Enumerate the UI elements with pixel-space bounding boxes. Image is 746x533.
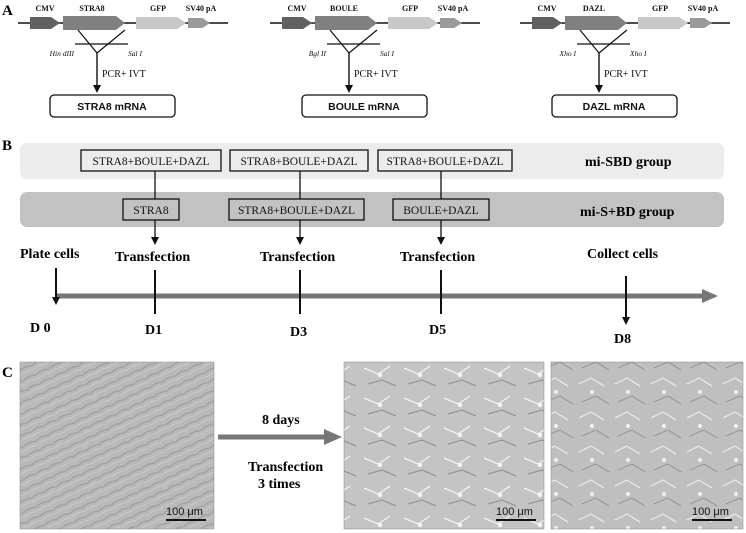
promoter-label: CMV xyxy=(35,4,54,13)
group-label-sbd: mi-SBD group xyxy=(585,155,672,170)
reporter-label: GFP xyxy=(150,4,166,13)
scale-bar-1: 100 μm xyxy=(166,506,206,521)
panel-label-a: A xyxy=(2,3,13,19)
step-box: STRA8+BOULE+DAZL xyxy=(229,149,369,172)
transfection-label-3: Transfection xyxy=(400,250,475,265)
mrna-box xyxy=(49,94,176,118)
day-label-d8: D8 xyxy=(614,332,631,347)
day-label-d0: D 0 xyxy=(30,321,51,336)
gene-arrow xyxy=(63,16,125,30)
site-left-label: Xho I xyxy=(559,49,577,58)
cut-line-left xyxy=(329,29,350,54)
promoter-arrow xyxy=(532,17,562,29)
step-box-label: BOULE+DAZL xyxy=(403,205,478,217)
step-box-frame xyxy=(228,198,365,221)
gene-label: BOULE xyxy=(330,4,358,13)
site-right-label: Sal I xyxy=(380,49,394,58)
constructs-row: CMV STRA8 GFP SV40 pA Hin dIII Sal I PCR+ IVT S… xyxy=(18,4,730,118)
site-right-label: Sal I xyxy=(128,49,142,58)
construct-1: CMV STRA8 GFP SV40 pA Hin dIII Sal I PCR+ IVT S… xyxy=(18,4,228,118)
transfection-label-1: Transfection xyxy=(115,250,190,265)
terminator-label: SV40 pA xyxy=(688,4,719,13)
day-label-d5: D5 xyxy=(429,323,446,338)
step-box-label: STRA8+BOULE+DAZL xyxy=(92,156,209,168)
arrow-label-days: 8 days xyxy=(262,413,300,428)
sbd-steps: STRA8+BOULE+DAZL STRA8+BOULE+DAZL STRA8+BO… xyxy=(80,149,513,199)
step-box-label: STRA8 xyxy=(133,205,168,217)
construct-2: CMV BOULE GFP SV40 pA Bgl II Sal I PCR+ IVT BOU… xyxy=(270,4,480,118)
step-box-label: STRA8+BOULE+DAZL xyxy=(240,156,357,168)
terminator-label: SV40 pA xyxy=(186,4,217,13)
scale-bar-label-1: 100 μm xyxy=(166,506,203,518)
mi-sbd-band xyxy=(20,143,724,179)
promoter-arrow xyxy=(30,17,60,29)
step-box: STRA8+BOULE+DAZL xyxy=(377,149,513,172)
transfection-label-2: Transfection xyxy=(260,250,335,265)
cut-line-right xyxy=(96,29,126,54)
process-label: PCR+ IVT xyxy=(604,69,648,80)
site-left-label: Bgl II xyxy=(309,49,327,58)
gene-arrow xyxy=(315,16,377,30)
promoter-arrow xyxy=(282,17,312,29)
mrna-label: BOULE mRNA xyxy=(328,101,400,113)
terminator-label: SV40 pA xyxy=(438,4,469,13)
construct-3: CMV DAZL GFP SV40 pA Xho I Xho I PCR+ IVT DAZL … xyxy=(520,4,730,118)
site-right-label: Xho I xyxy=(629,49,647,58)
micrograph-after-2 xyxy=(550,361,744,530)
cut-line-left xyxy=(77,29,98,54)
gene-label: DAZL xyxy=(583,4,605,13)
panel-label-b: B xyxy=(2,138,12,154)
terminator-arrow xyxy=(188,18,210,28)
mrna-label: DAZL mRNA xyxy=(583,101,646,113)
mi-sbd2-band xyxy=(20,192,724,227)
mrna-box xyxy=(551,94,678,118)
group-label-sbd2: mi-S+BD group xyxy=(580,205,675,220)
scale-bar-2: 100 μm xyxy=(496,506,536,521)
time-arrow-head xyxy=(324,429,342,445)
plate-cells-label: Plate cells xyxy=(20,247,80,262)
reporter-label: GFP xyxy=(652,4,668,13)
step-box: STRA8+BOULE+DAZL xyxy=(80,149,222,172)
gene-label: STRA8 xyxy=(79,4,104,13)
step-box: STRA8+BOULE+DAZL xyxy=(228,198,365,221)
step-box-frame xyxy=(122,198,180,221)
sbd2-steps: STRA8 STRA8+BOULE+DAZL BOULE+DAZL xyxy=(122,198,490,245)
process-label: PCR+ IVT xyxy=(102,69,146,80)
site-left-label: Hin dIII xyxy=(49,49,75,58)
scale-bar-label-2: 100 μm xyxy=(496,506,533,518)
mrna-box xyxy=(301,94,428,118)
reporter-arrow xyxy=(388,17,438,29)
cut-line-right xyxy=(348,29,378,54)
timeline-arrowhead xyxy=(702,289,718,303)
terminator-arrow xyxy=(690,18,712,28)
step-box-frame xyxy=(229,149,369,172)
scale-bar-label-3: 100 μm xyxy=(692,506,729,518)
scale-bar-3: 100 μm xyxy=(692,506,732,521)
process-label: PCR+ IVT xyxy=(354,69,398,80)
cut-line-right xyxy=(598,29,628,54)
arrow-label-times: 3 times xyxy=(258,477,301,492)
promoter-label: CMV xyxy=(537,4,556,13)
terminator-arrow xyxy=(440,18,462,28)
reporter-arrow xyxy=(136,17,186,29)
reporter-arrow xyxy=(638,17,688,29)
step-box-label: STRA8+BOULE+DAZL xyxy=(238,205,355,217)
gene-arrow xyxy=(565,16,627,30)
cut-line-left xyxy=(579,29,600,54)
promoter-label: CMV xyxy=(287,4,306,13)
micrograph-after-1 xyxy=(343,361,545,530)
mrna-label: STRA8 mRNA xyxy=(77,101,147,113)
arrow-label-transfection: Transfection xyxy=(248,460,323,475)
micrograph-before xyxy=(19,361,215,530)
day-label-d3: D3 xyxy=(290,325,307,340)
step-box-label: STRA8+BOULE+DAZL xyxy=(386,156,503,168)
step-box: STRA8 xyxy=(122,198,180,221)
step-box-frame xyxy=(377,149,513,172)
panel-label-c: C xyxy=(2,365,13,381)
reporter-label: GFP xyxy=(402,4,418,13)
day-label-d1: D1 xyxy=(145,323,162,338)
collect-cells-label: Collect cells xyxy=(587,247,659,262)
step-box-frame xyxy=(80,149,222,172)
